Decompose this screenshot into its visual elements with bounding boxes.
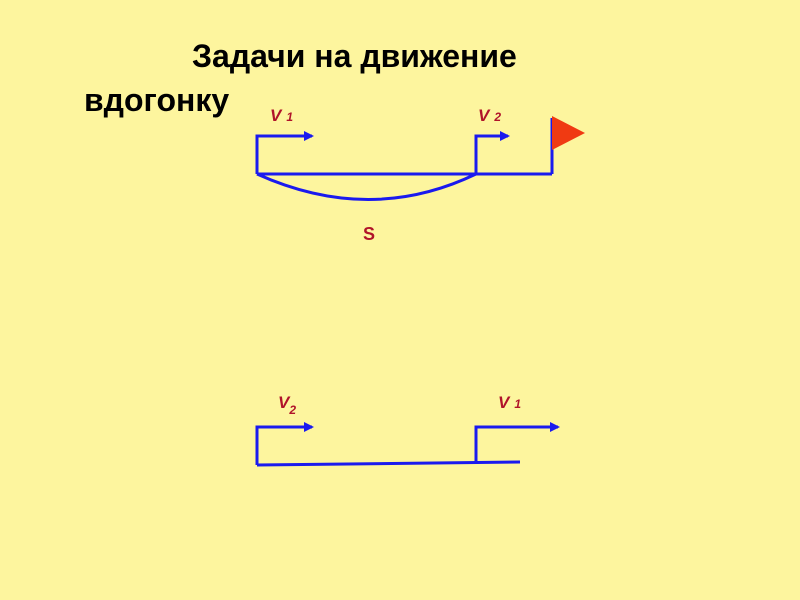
distance-label: S [363, 224, 375, 244]
flag-icon [550, 116, 585, 174]
title-line-2: вдогонку [84, 82, 230, 118]
top-v1-index: 1 [286, 110, 293, 124]
bottom-object2-arrow-icon [255, 422, 314, 465]
bottom-object1-arrow-icon [474, 422, 560, 463]
top-v2-index: 2 [493, 110, 501, 124]
bottom-v2-letter: V [278, 393, 291, 412]
top-object1-arrow-icon [255, 131, 314, 174]
bottom-v2-label: V2 [278, 393, 296, 417]
top-v1-letter: V [270, 106, 283, 125]
top-object2-arrow-icon [474, 131, 510, 174]
bottom-road-line [256, 460, 521, 467]
title-line-1: Задачи на движение [192, 38, 517, 74]
distance-brace [256, 172, 477, 201]
bottom-v2-index: 2 [288, 403, 296, 417]
bottom-v1-index: 1 [514, 397, 521, 411]
bottom-v1-letter: V [498, 393, 511, 412]
top-v2-letter: V [478, 106, 491, 125]
